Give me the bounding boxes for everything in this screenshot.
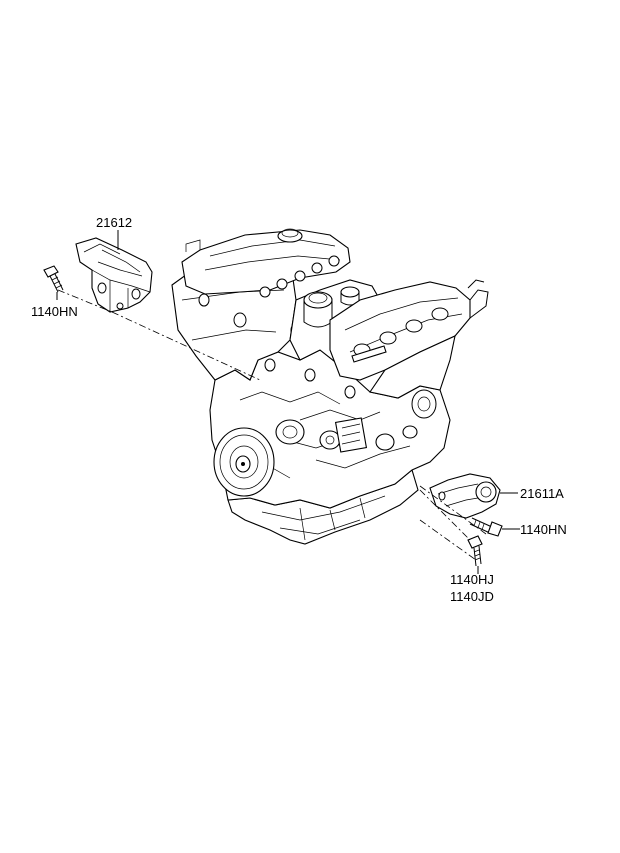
lower-mount-bracket-21611a[interactable] bbox=[429, 473, 501, 519]
leader-lines bbox=[56, 230, 520, 574]
lower-bolt-1140hn[interactable] bbox=[469, 517, 503, 537]
label-bolt-upper: 1140HN bbox=[31, 304, 78, 319]
upper-bolt-1140hn[interactable] bbox=[43, 265, 64, 293]
crank-pulley bbox=[213, 427, 275, 497]
label-bracket-upper: 21612 bbox=[96, 215, 132, 230]
label-bolt-lower-2b: 1140JD bbox=[450, 589, 494, 604]
label-bolt-lower-1: 1140HN bbox=[520, 522, 567, 537]
upper-mount-bracket-21612[interactable] bbox=[75, 237, 153, 313]
engine-block-illustration bbox=[171, 228, 489, 545]
label-bolt-lower-2a: 1140HJ bbox=[450, 572, 494, 587]
lower-bolt-1140hj-1140jd[interactable] bbox=[467, 535, 483, 567]
label-bracket-lower: 21611A bbox=[520, 486, 564, 501]
